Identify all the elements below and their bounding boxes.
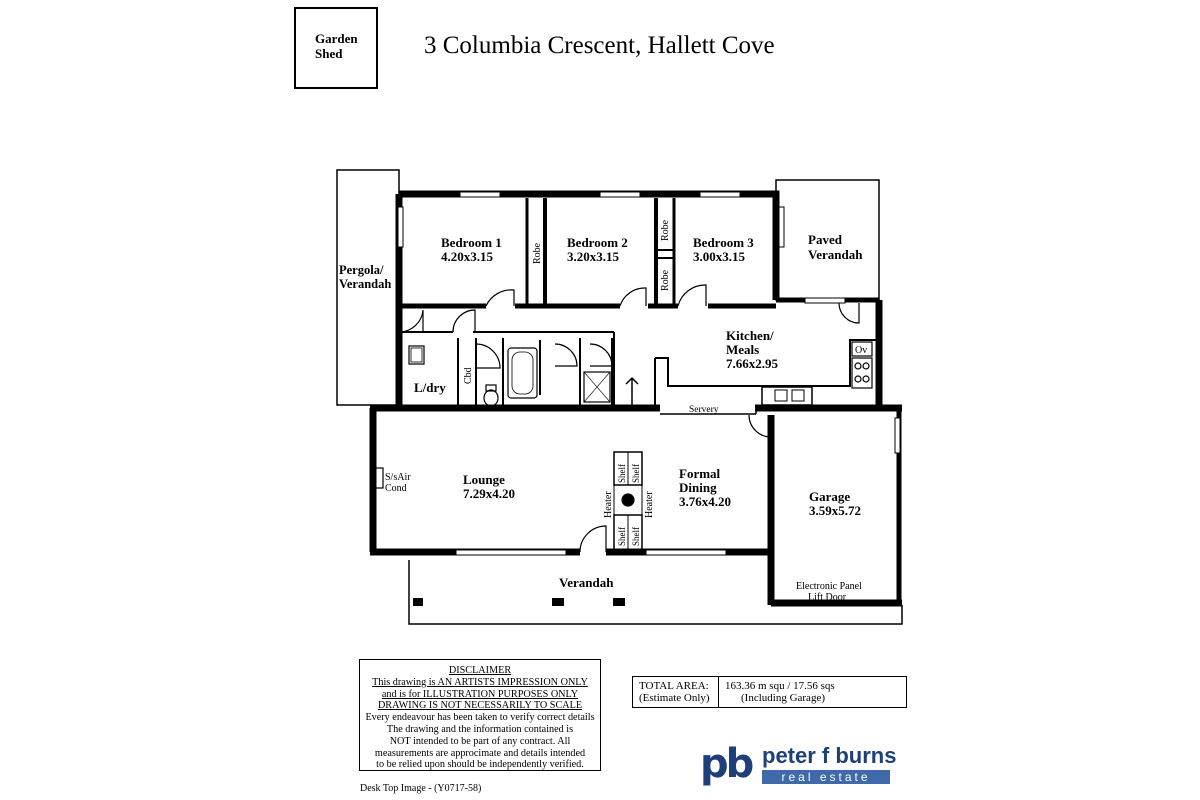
heater-label-left: Heater: [603, 491, 614, 518]
disclaimer-line: measurements are approcimate and details…: [374, 747, 586, 759]
disclaimer-box: DISCLAIMER This drawing is AN ARTISTS IM…: [359, 659, 601, 771]
total-area-box: TOTAL AREA: (Estimate Only) 163.36 m squ…: [632, 676, 907, 708]
bedroom2-name: Bedroom 2: [567, 235, 628, 250]
disclaimer-line: and is for ILLUSTRATION PURPOSES ONLY: [381, 688, 579, 700]
bathtub-icon: [507, 347, 538, 399]
disclaimer-line: to be relied upon should be independentl…: [376, 759, 584, 771]
kitchen-line2: Meals: [726, 342, 759, 357]
bedroom1-dims: 4.20x3.15: [441, 249, 494, 264]
disclaimer-line: DRAWING IS NOT NECESSARILY TO SCALE: [377, 700, 583, 712]
kitchen-line1: Kitchen/: [726, 328, 774, 343]
garage-door-line2: Lift Door: [808, 592, 847, 603]
disclaimer-heading: DISCLAIMER: [448, 665, 512, 676]
logo-name: peter f burns: [762, 743, 897, 768]
logo-mark: pb: [700, 741, 754, 787]
total-area-note: (Including Garage): [741, 692, 825, 704]
bedroom3-name: Bedroom 3: [693, 235, 754, 250]
pergola-line2: Verandah: [339, 277, 391, 291]
lounge-dims: 7.29x4.20: [463, 486, 515, 501]
disclaimer-line: NOT intended to be part of any contract.…: [389, 735, 571, 747]
lounge-name: Lounge: [463, 472, 505, 487]
paved-verandah-line2: Verandah: [808, 247, 863, 262]
fixtures: [408, 341, 873, 507]
robe-label-2: Robe: [660, 219, 671, 241]
footer-reference: Desk Top Image - (Y0717-58): [360, 783, 482, 794]
total-area-label: TOTAL AREA: (Estimate Only): [633, 677, 719, 707]
front-verandah-label: Verandah: [559, 575, 614, 590]
paved-verandah-line1: Paved: [808, 232, 843, 247]
heater-icon: [621, 493, 635, 507]
dining-line1: Formal: [679, 466, 721, 481]
disclaimer-line: The drawing and the information containe…: [386, 723, 574, 735]
shelf-label-1: Shelf: [617, 464, 627, 483]
shower-icon: [583, 371, 611, 403]
dining-dims: 3.76x4.20: [679, 494, 731, 509]
toilet-icon: [483, 389, 499, 407]
garage-door-line1: Electronic Panel: [796, 581, 862, 592]
bedroom3-dims: 3.00x3.15: [693, 249, 746, 264]
verandah-posts: [413, 598, 625, 606]
kitchen-dims: 7.66x2.95: [726, 356, 779, 371]
agency-logo: pb peter f burns real estate: [700, 740, 900, 790]
shelf-label-4: Shelf: [631, 527, 641, 546]
total-area-label-line1: TOTAL AREA:: [639, 680, 709, 692]
oven-icon: [851, 341, 873, 357]
garden-shed-label: Garden Shed: [315, 31, 358, 61]
robe-label-3: Robe: [660, 269, 671, 291]
garage-dims: 3.59x5.72: [809, 503, 861, 518]
cooktop-icon: [851, 357, 873, 389]
servery-label: Servery: [689, 405, 719, 415]
bedroom1-name: Bedroom 1: [441, 235, 502, 250]
windows: [397, 191, 901, 556]
cupboard-label: Cbd: [463, 367, 474, 384]
heater-label-right: Heater: [644, 491, 655, 518]
shelf-label-2: Shelf: [631, 464, 641, 483]
total-area-value: 163.36 m squ / 17.56 sqs: [725, 680, 835, 692]
aircond-line2: Cond: [385, 483, 407, 494]
pergola-line1: Pergola/: [339, 263, 384, 277]
bedroom2-dims: 3.20x3.15: [567, 249, 620, 264]
garage-name: Garage: [809, 489, 850, 504]
room-labels: Bedroom 1 4.20x3.15 Bedroom 2 3.20x3.15 …: [339, 219, 867, 603]
total-area-label-line2: (Estimate Only): [639, 692, 710, 704]
disclaimer-line: Every endeavour has been taken to verify…: [365, 712, 595, 724]
property-title: 3 Columbia Crescent, Hallett Cove: [424, 32, 775, 59]
garden-shed: Garden Shed: [294, 7, 378, 89]
robe-label-1: Robe: [532, 242, 543, 264]
logo-tagline: real estate: [762, 770, 890, 784]
disclaimer-line: This drawing is AN ARTISTS IMPRESSION ON…: [372, 676, 588, 688]
aircond-line1: S/sAir: [385, 472, 411, 483]
oven-label: Ov: [855, 345, 867, 356]
shelf-label-3: Shelf: [617, 527, 627, 546]
laundry-trough-icon: [408, 345, 425, 365]
laundry-label: L/dry: [414, 380, 446, 395]
dining-line2: Dining: [679, 480, 717, 495]
door-swings: [398, 284, 860, 553]
